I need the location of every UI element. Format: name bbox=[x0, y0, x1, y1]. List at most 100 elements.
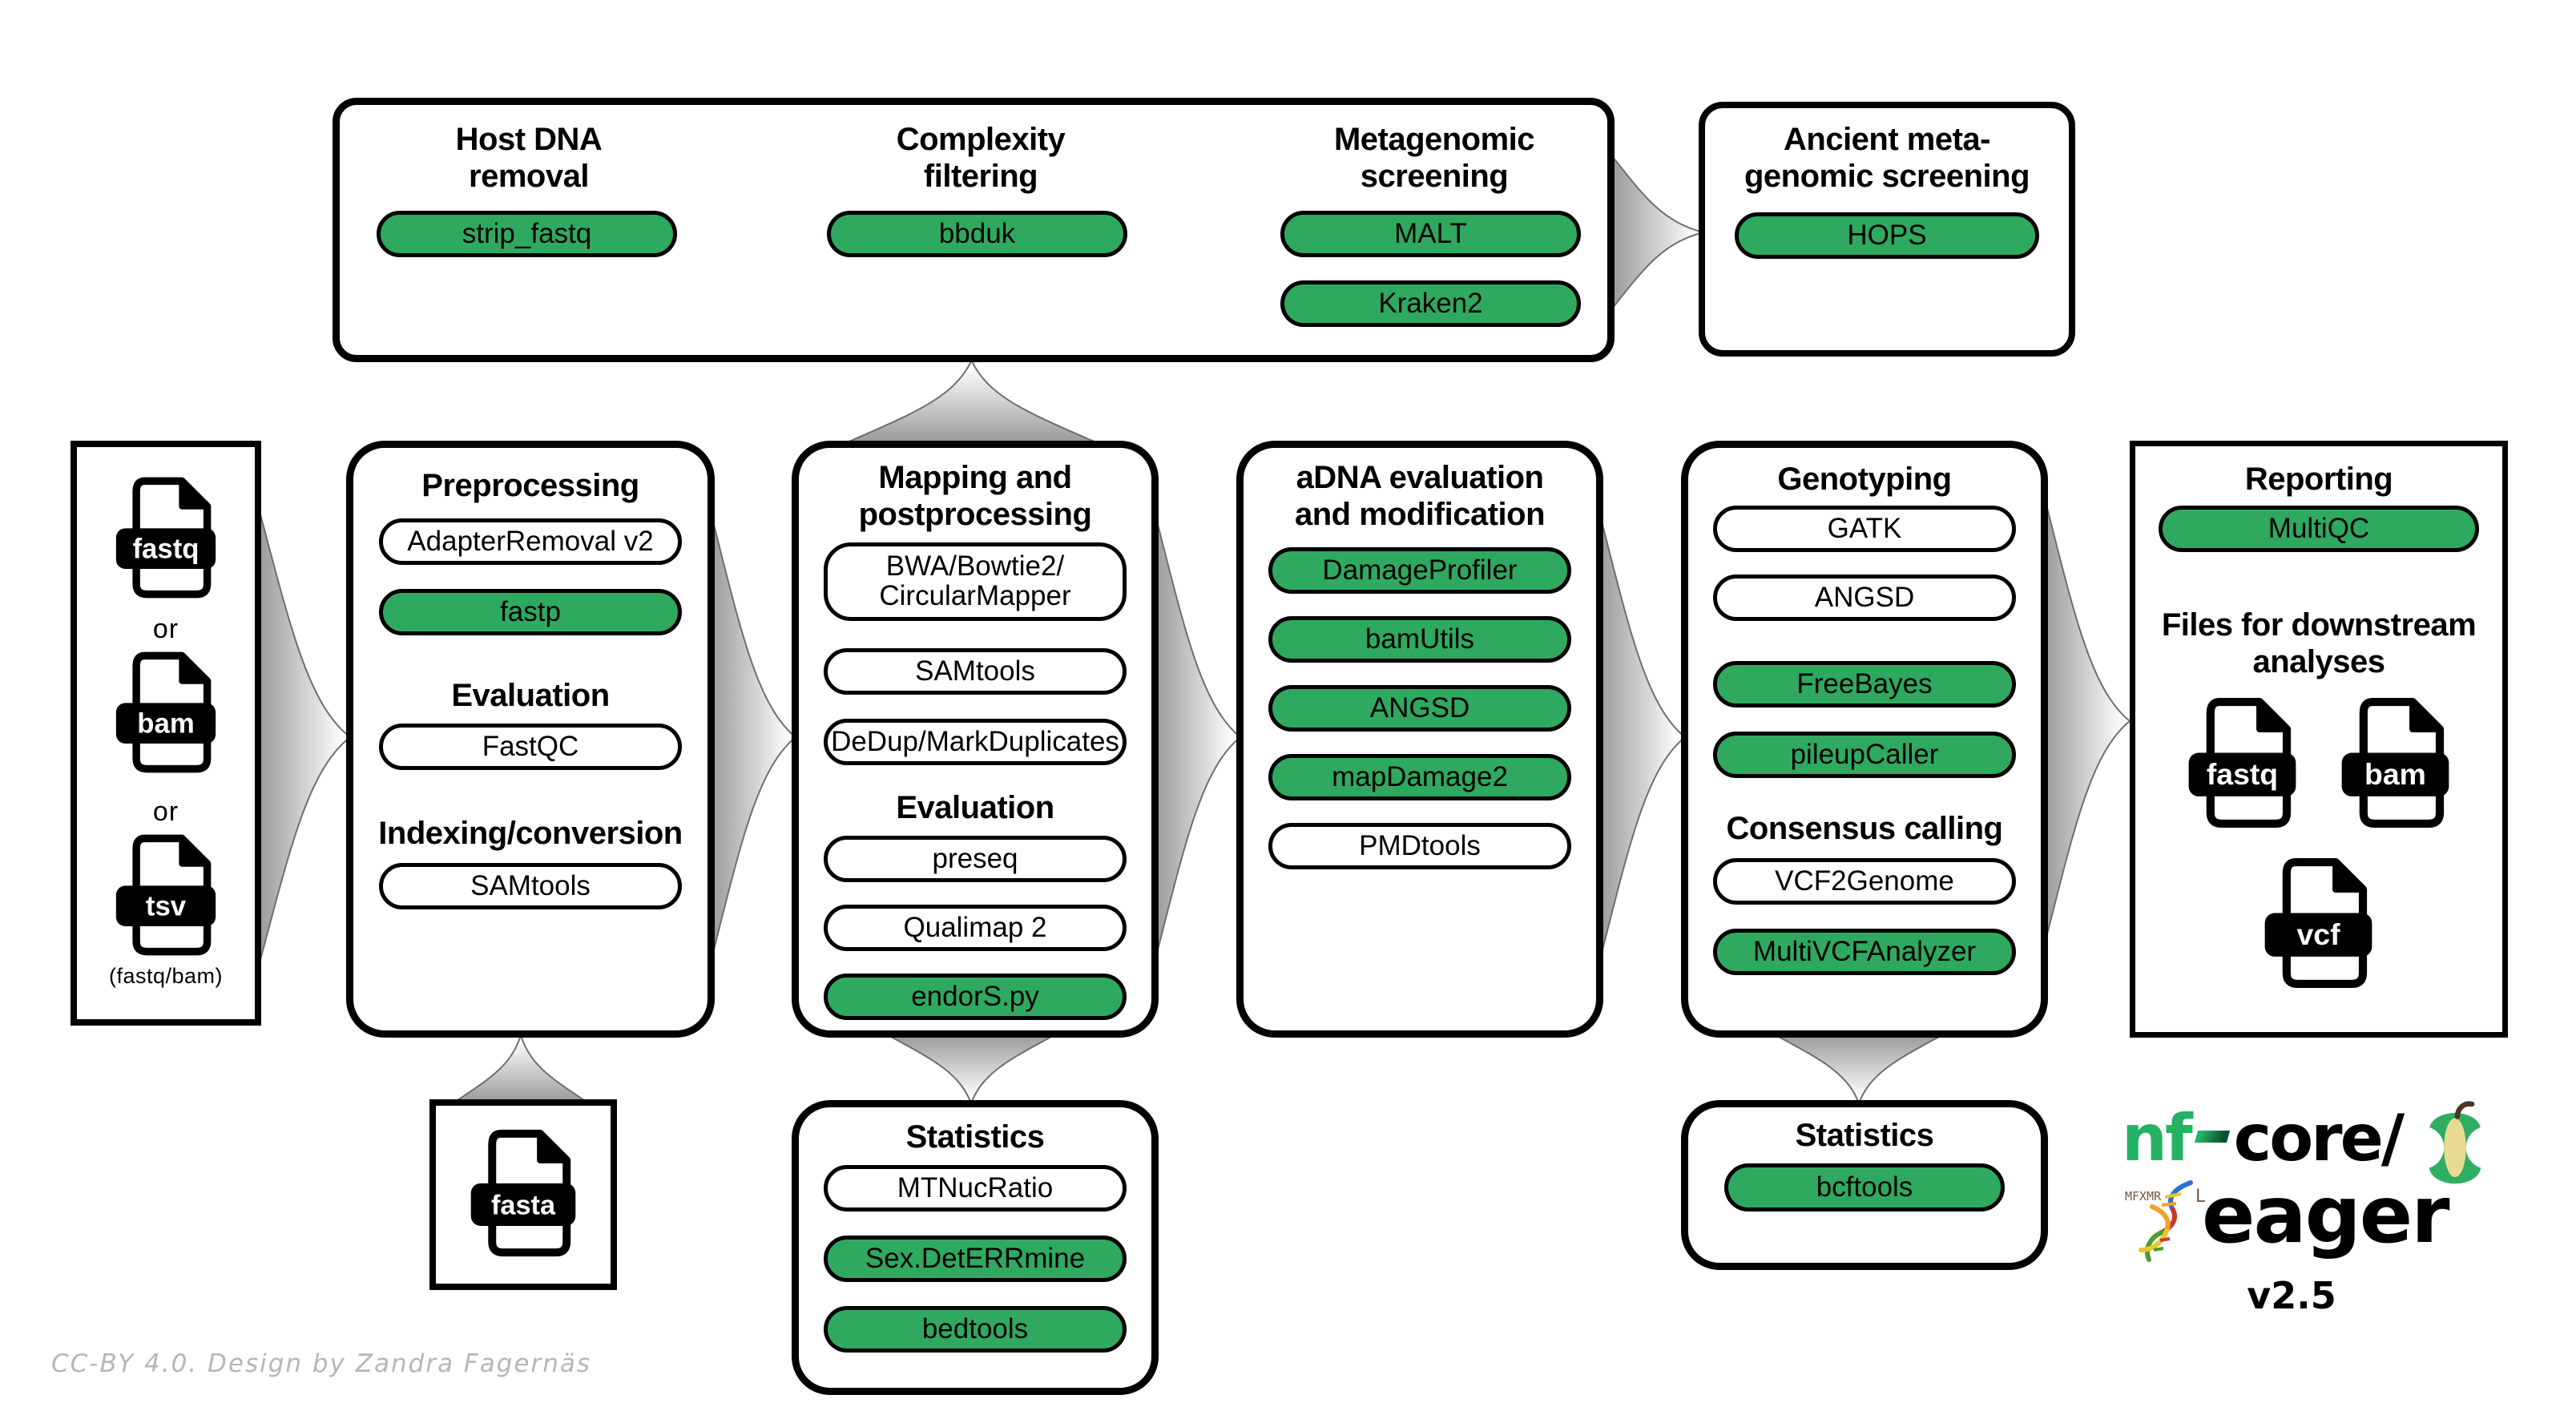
node-bwa-label-line1: BWA/Bowtie2/ bbox=[885, 550, 1065, 583]
node-sexdeterrmine-label: Sex.DetERRmine bbox=[865, 1242, 1086, 1274]
node-angsd-geno-label: ANGSD bbox=[1814, 581, 1915, 613]
ancient-screening-title: Ancient meta- genomic screening bbox=[1711, 121, 2063, 195]
node-gatk-label: GATK bbox=[1827, 512, 1902, 544]
node-qualimap2: Qualimap 2 bbox=[824, 905, 1127, 951]
node-fastqc-label: FastQC bbox=[482, 730, 579, 762]
host-dna-removal-title: Host DNA removal bbox=[361, 121, 697, 195]
indexing-conversion-heading: Indexing/conversion bbox=[378, 816, 683, 851]
node-pileupcaller: pileupCaller bbox=[1713, 732, 2016, 778]
node-gatk: GATK bbox=[1713, 506, 2016, 552]
node-samtools-map: SAMtools bbox=[824, 648, 1127, 695]
node-dedup-markduplicates: DeDup/MarkDuplicates bbox=[824, 719, 1127, 765]
preprocessing-title: Preprocessing bbox=[421, 468, 639, 503]
node-preseq: preseq bbox=[824, 836, 1127, 882]
node-endors-py: endorS.py bbox=[824, 974, 1127, 1020]
node-kraken2-label: Kraken2 bbox=[1378, 287, 1483, 319]
preprocessing-evaluation-heading: Evaluation bbox=[451, 678, 610, 713]
node-kraken2: Kraken2 bbox=[1280, 280, 1581, 327]
node-mapdamage2-label: mapDamage2 bbox=[1332, 760, 1508, 792]
reporting-box: Reporting MultiQC Files for downstream a… bbox=[2130, 441, 2508, 1038]
arrow-genotyping-to-reporting bbox=[2035, 461, 2130, 982]
bam-file-icon: bam bbox=[115, 651, 216, 773]
node-malt-label: MALT bbox=[1394, 217, 1467, 249]
fasta-file-icon: fasta bbox=[470, 1129, 576, 1257]
node-dedup-label: DeDup/MarkDuplicates bbox=[831, 725, 1119, 757]
node-mtnucratio: MTNucRatio bbox=[824, 1165, 1127, 1211]
output-bam-file-icon: bam bbox=[2341, 697, 2449, 828]
preprocessing-box: Preprocessing AdapterRemoval v2 fastp Ev… bbox=[346, 441, 715, 1038]
node-bedtools-label: bedtools bbox=[921, 1312, 1029, 1345]
node-damageprofiler: DamageProfiler bbox=[1268, 547, 1571, 594]
node-bwa-label-line2: CircularMapper bbox=[879, 580, 1071, 611]
node-bcftools: bcftools bbox=[1724, 1163, 2005, 1211]
node-bamutils-label: bamUtils bbox=[1365, 623, 1475, 655]
bam-file-icon-label: bam bbox=[137, 708, 194, 739]
output-bam-file-icon-label: bam bbox=[2364, 757, 2426, 791]
ancient-screening-title-line2: genomic screening bbox=[1744, 159, 2030, 194]
consensus-calling-heading: Consensus calling bbox=[1726, 811, 2003, 846]
node-angsd-geno: ANGSD bbox=[1713, 575, 2016, 621]
mapping-title-line1: Mapping and bbox=[878, 460, 1072, 495]
adna-title-line2: and modification bbox=[1295, 497, 1546, 532]
complexity-filtering-title: Complexity filtering bbox=[812, 121, 1149, 195]
arrow-adna-to-genotyping bbox=[1591, 481, 1685, 994]
downstream-files-heading-line1: Files for downstream bbox=[2161, 607, 2477, 643]
fastq-file-icon: fastq bbox=[115, 477, 216, 599]
node-qualimap2-label: Qualimap 2 bbox=[903, 911, 1047, 943]
node-mtnucratio-label: MTNucRatio bbox=[897, 1171, 1054, 1203]
complexity-filtering-title-line1: Complexity bbox=[896, 122, 1066, 157]
arrow-input-to-preprocessing bbox=[249, 473, 350, 1002]
adna-box: aDNA evaluation and modification DamageP… bbox=[1236, 441, 1603, 1038]
output-fastq-file-icon-label: fastq bbox=[2207, 757, 2278, 791]
node-sexdeterrmine: Sex.DetERRmine bbox=[824, 1236, 1127, 1282]
node-fastp: fastp bbox=[379, 589, 682, 635]
node-pmdtools-label: PMDtools bbox=[1359, 829, 1481, 861]
arrow-genotyping-to-statistics bbox=[1763, 1028, 1955, 1103]
node-vcf2genome-label: VCF2Genome bbox=[1775, 865, 1954, 897]
logo-runes: MFXMR bbox=[2125, 1189, 2162, 1203]
metagenomic-screening-title-line1: Metagenomic bbox=[1333, 122, 1535, 157]
arrow-mapping-to-adna bbox=[1147, 481, 1240, 994]
node-fastp-label: fastp bbox=[500, 595, 561, 627]
mapping-box: Mapping and postprocessing BWA/Bowtie2/ … bbox=[792, 441, 1159, 1038]
node-samtools-map-label: SAMtools bbox=[915, 655, 1035, 687]
node-mapdamage2: mapDamage2 bbox=[1268, 754, 1571, 800]
node-freebayes: FreeBayes bbox=[1713, 661, 2016, 708]
license-credit: CC-BY 4.0. Design by Zandra Fagernäs bbox=[51, 1349, 592, 1378]
complexity-filtering-title-line2: filtering bbox=[923, 159, 1038, 194]
arrow-preprocessing-to-mapping bbox=[703, 481, 796, 994]
node-samtools-pre: SAMtools bbox=[379, 863, 682, 909]
genotyping-title: Genotyping bbox=[1777, 462, 1952, 497]
host-dna-removal-title-line2: removal bbox=[469, 159, 589, 194]
fasta-file-icon-label: fasta bbox=[491, 1191, 556, 1221]
node-bedtools: bedtools bbox=[824, 1306, 1127, 1353]
downstream-files-heading-line2: analyses bbox=[2252, 644, 2385, 679]
screening-box: Host DNA removal strip_fastq Complexity … bbox=[333, 98, 1615, 362]
statistics-mid-box: Statistics MTNucRatio Sex.DetERRmine bed… bbox=[792, 1100, 1159, 1395]
metagenomic-screening-title-line2: screening bbox=[1360, 159, 1509, 194]
mapping-evaluation-heading: Evaluation bbox=[896, 790, 1054, 825]
node-bcftools-label: bcftools bbox=[1816, 1171, 1913, 1203]
fastq-file-icon-label: fastq bbox=[132, 534, 199, 564]
node-preseq-label: preseq bbox=[932, 842, 1018, 874]
logo-version: v2.5 bbox=[2247, 1274, 2336, 1317]
node-angsd-adna-label: ANGSD bbox=[1369, 691, 1470, 724]
node-multivcfanalyzer-label: MultiVCFAnalyzer bbox=[1752, 935, 1977, 967]
node-fastqc: FastQC bbox=[379, 724, 682, 770]
downstream-files-heading: Files for downstream analyses bbox=[2135, 607, 2502, 680]
node-multiqc: MultiQC bbox=[2159, 506, 2479, 552]
tsv-file-icon: tsv bbox=[115, 834, 216, 956]
node-adapterremoval: AdapterRemoval v2 bbox=[379, 518, 682, 565]
or-separator: or bbox=[152, 614, 179, 644]
statistics-right-box: Statistics bcftools bbox=[1681, 1100, 2048, 1270]
or-separator: or bbox=[152, 796, 179, 827]
apple-core-icon bbox=[2418, 1101, 2492, 1184]
statistics-right-title: Statistics bbox=[1795, 1118, 1934, 1153]
statistics-mid-title: Statistics bbox=[905, 1119, 1045, 1155]
node-hops: HOPS bbox=[1735, 212, 2039, 259]
node-bbduk-label: bbduk bbox=[938, 217, 1016, 249]
arrow-mapping-to-statistics bbox=[875, 1028, 1067, 1103]
dna-helix-icon: MFXMR L bbox=[2125, 1180, 2205, 1262]
